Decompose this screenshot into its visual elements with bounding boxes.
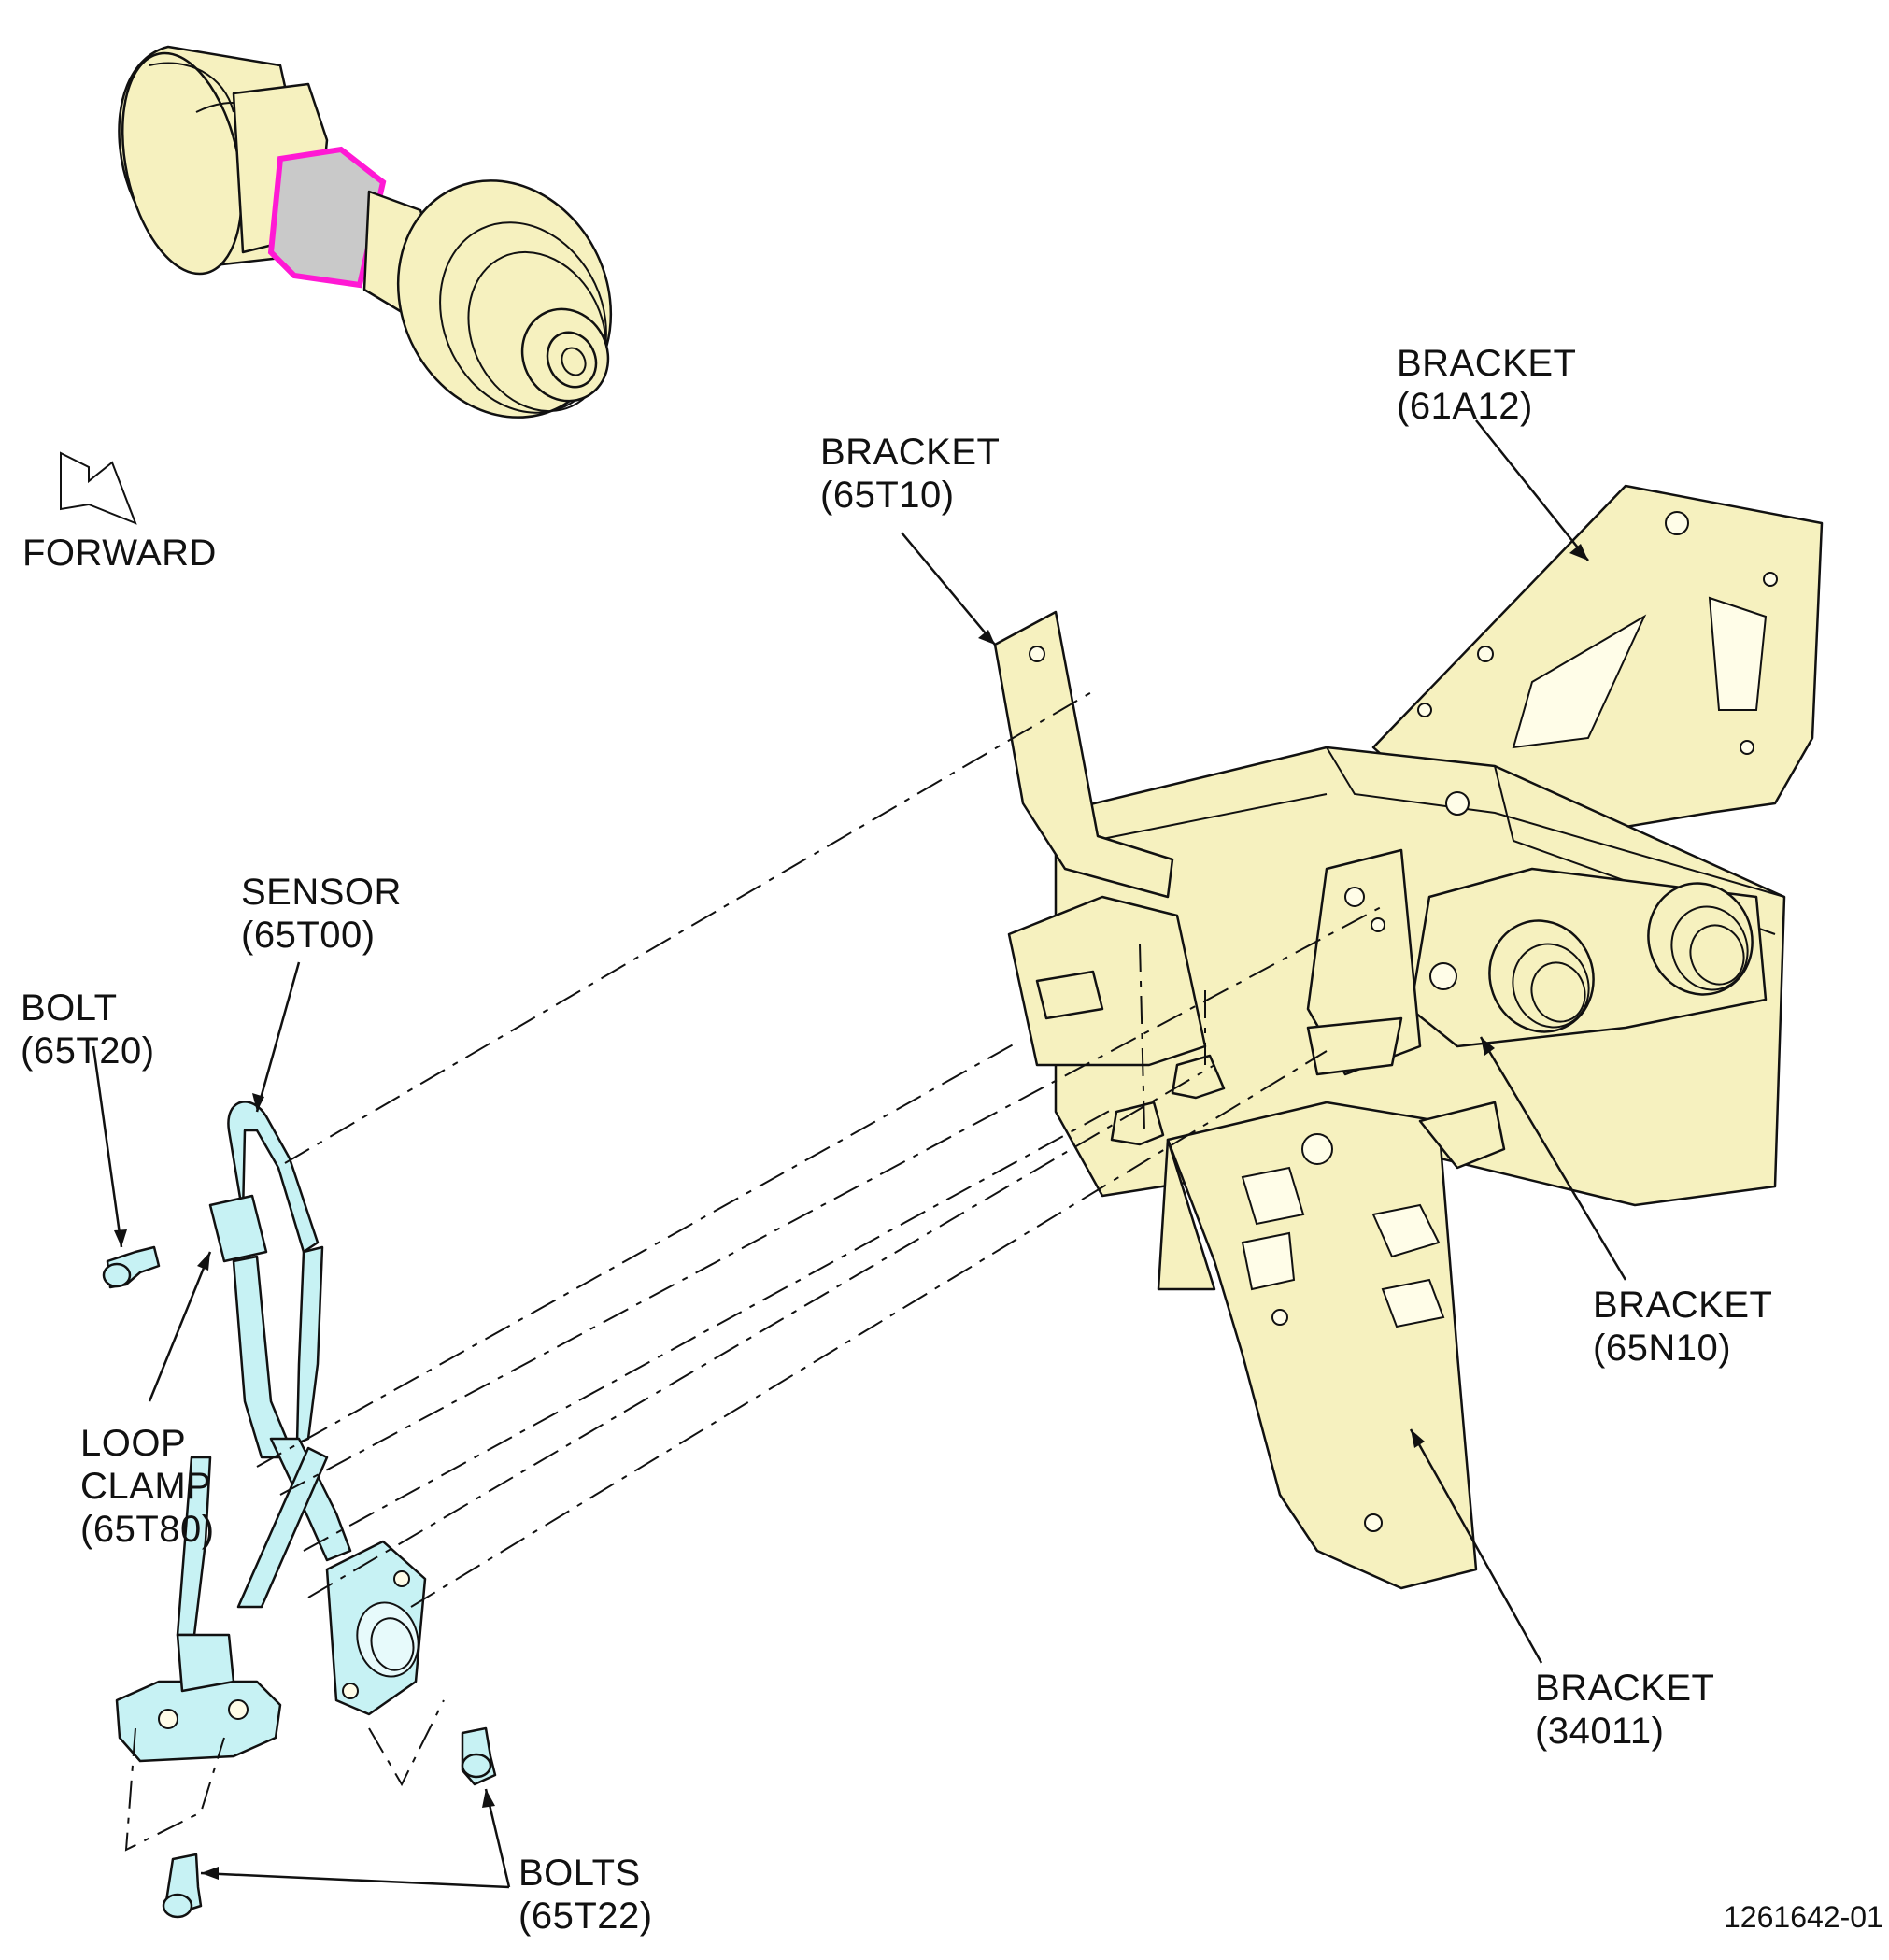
callout-loop-clamp-code: (65T80) (80, 1509, 215, 1550)
callout-bolt-65t20-name: BOLT (21, 987, 118, 1029)
callout-bracket-61a12-code: (61A12) (1397, 386, 1533, 427)
bracket-34011-shape (1166, 1101, 1478, 1590)
figure-number: 1261642-01 (1724, 1900, 1883, 1934)
callout-bracket-65t10-code: (65T10) (820, 475, 955, 516)
callout-sensor-65t00-name: SENSOR (241, 872, 402, 913)
assembly-lines (124, 690, 1384, 1852)
callout-sensor-65t00: SENSOR (65T00) (241, 872, 402, 956)
callout-sensor-65t00-code: (65T00) (241, 915, 376, 956)
callout-loop-clamp-line2: CLAMP (80, 1466, 211, 1507)
callout-loop-clamp-line1: LOOP (80, 1423, 186, 1464)
highlight-band (267, 146, 387, 289)
callout-bolts-65t22-code: (65T22) (518, 1896, 653, 1937)
sensor-harness (115, 1101, 427, 1763)
bolt-65t22-lower-icon (162, 1853, 203, 1919)
bolt-65t22-upper-icon (461, 1726, 497, 1786)
bracket-assembly (993, 484, 1824, 1590)
callout-bolts-65t22-name: BOLTS (518, 1853, 641, 1894)
callout-bracket-34011-name: BRACKET (1535, 1668, 1714, 1709)
callout-bracket-65n10-name: BRACKET (1593, 1285, 1772, 1326)
leader-lines (92, 419, 1627, 1889)
connector-right (1647, 882, 1754, 996)
callout-bolt-65t20: BOLT (65T20) (21, 987, 155, 1072)
callout-bracket-65t10: BRACKET (65T10) (820, 432, 1000, 516)
connector-left (1488, 919, 1595, 1033)
forward-label: FORWARD (22, 533, 217, 574)
engine-locator-view (118, 45, 613, 419)
forward-arrow-icon (60, 451, 137, 525)
callout-bolts-65t22: BOLTS (65T22) (518, 1853, 653, 1937)
callout-bracket-34011: BRACKET (34011) (1535, 1668, 1714, 1752)
callout-bracket-61a12-name: BRACKET (1397, 343, 1576, 384)
callout-bracket-65n10: BRACKET (65N10) (1593, 1285, 1772, 1369)
callout-bracket-65n10-code: (65N10) (1593, 1328, 1731, 1369)
callout-bracket-65t10-name: BRACKET (820, 432, 1000, 473)
callout-bolt-65t20-code: (65T20) (21, 1030, 155, 1072)
callout-loop-clamp-65t80: LOOP CLAMP (65T80) (80, 1423, 215, 1550)
callout-bracket-34011-code: (34011) (1535, 1711, 1664, 1752)
bracket-65t10-shape (993, 610, 1174, 899)
bolt-65t20-icon (102, 1245, 161, 1289)
callout-bracket-61a12: BRACKET (61A12) (1397, 343, 1576, 427)
